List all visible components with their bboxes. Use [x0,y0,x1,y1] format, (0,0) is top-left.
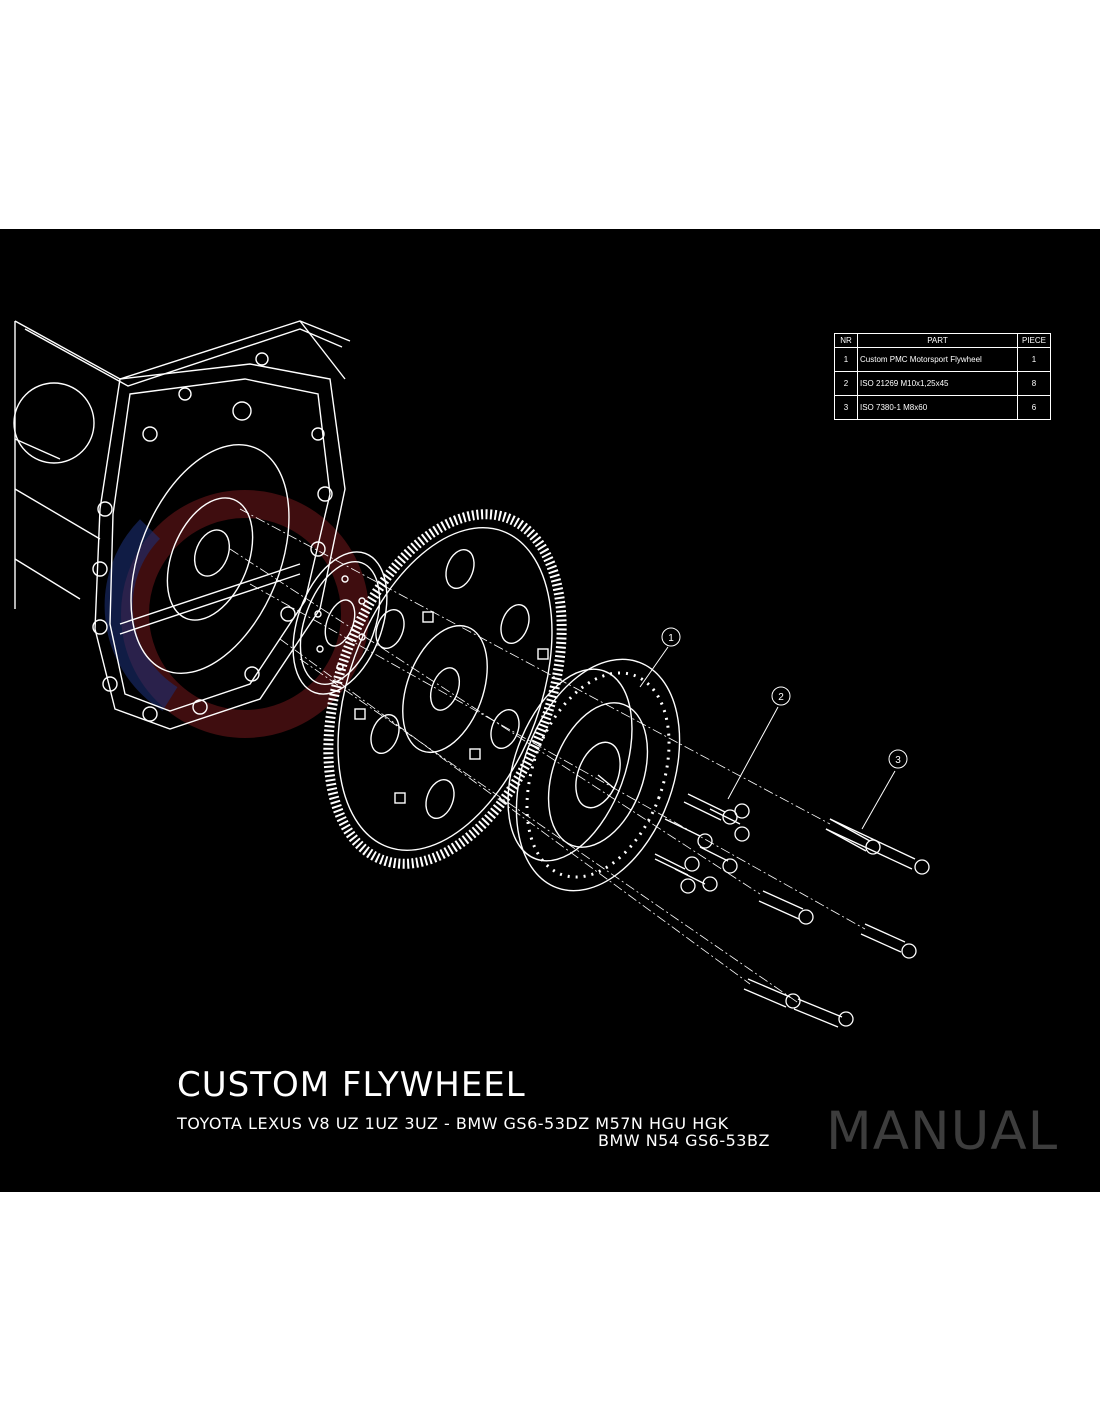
alignment-axes [229,508,866,1005]
row-piece: 1 [1017,347,1051,372]
callout-2: 2 [727,686,791,800]
table-row: 1 Custom PMC Motorsport Flywheel 1 [834,347,1051,372]
parts-table: NR PART PIECE 1 Custom PMC Motorsport Fl… [834,333,1051,420]
callout-3: 3 [861,749,908,830]
header-piece: PIECE [1017,333,1051,348]
flywheel-bolts [654,793,750,894]
button-head-bolts [743,818,930,1028]
diagram-panel: 1 2 3 NR PART PIECE 1 Custom PMC Motorsp… [0,229,1100,1192]
compatibility-line-2: BMW N54 GS6-53BZ [598,1131,770,1150]
row-nr: 1 [834,347,858,372]
row-piece: 6 [1017,395,1051,420]
custom-flywheel [507,658,681,892]
callout-2-label: 2 [778,692,784,703]
ring-gear-flexplate [323,509,567,869]
table-row: 3 ISO 7380-1 M8x60 6 [834,395,1051,420]
parts-table-header: NR PART PIECE [834,333,1051,348]
row-piece: 8 [1017,371,1051,396]
row-nr: 3 [834,395,858,420]
callout-1-label: 1 [668,633,674,644]
callout-3-label: 3 [895,755,901,766]
header-nr: NR [834,333,858,348]
callout-1: 1 [639,627,681,688]
exploded-view-drawing: 1 2 3 [13,320,930,1028]
row-part: Custom PMC Motorsport Flywheel [857,347,1018,372]
transmission-type-label: MANUAL [826,1101,1059,1162]
row-part: ISO 21269 M10x1,25x45 [857,371,1018,396]
header-part: PART [857,333,1018,348]
gearbox-housing [13,320,351,730]
row-nr: 2 [834,371,858,396]
table-row: 2 ISO 21269 M10x1,25x45 8 [834,371,1051,396]
product-title: CUSTOM FLYWHEEL [177,1065,526,1105]
compatibility-line-1: TOYOTA LEXUS V8 UZ 1UZ 3UZ - BMW GS6-53D… [177,1114,729,1133]
row-part: ISO 7380-1 M8x60 [857,395,1018,420]
